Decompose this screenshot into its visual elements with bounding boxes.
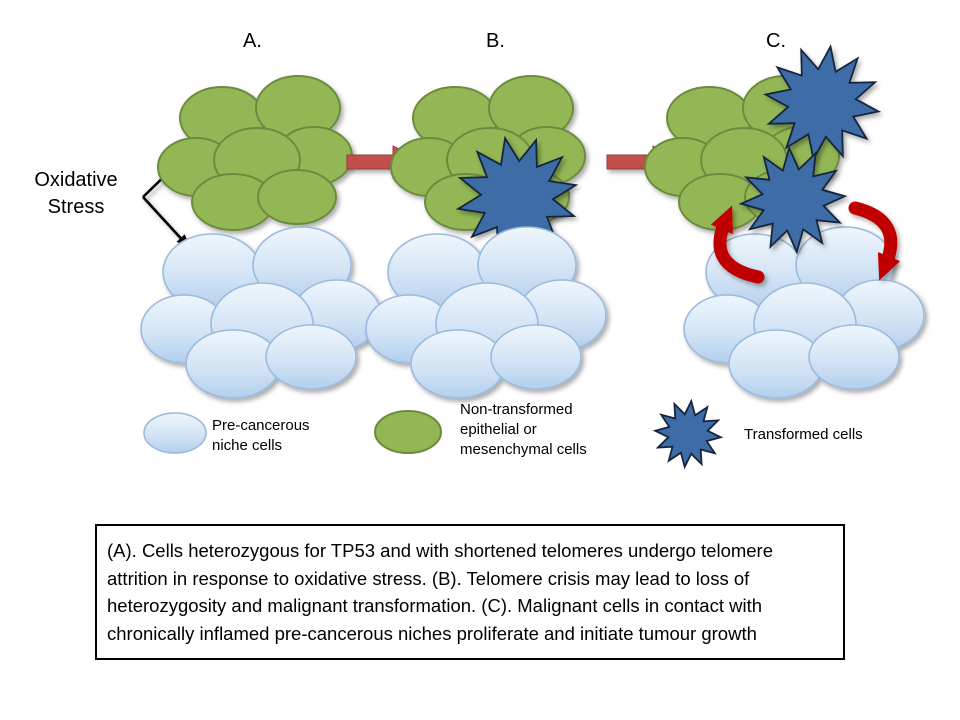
legend-epithelial-label: Non-transformed epithelial or mesenchyma… (460, 401, 587, 458)
curved-arrow-right (848, 201, 901, 281)
legend-niche-label: Pre-cancerous niche cells (212, 417, 310, 454)
arrow-to-niche-cells (142, 196, 191, 250)
blue-cell (410, 329, 506, 399)
figure-caption-text: (A). Cells heterozygous for TP53 and wit… (107, 540, 774, 644)
legend-transformed-cell-icon (652, 398, 724, 470)
panel-c-niche-cluster (683, 226, 925, 399)
blue-cell (728, 329, 824, 399)
blue-cell (490, 324, 582, 390)
legend-niche-cell-icon (143, 412, 207, 454)
panel-a-label: A. (243, 30, 262, 52)
panel-a-niche-cluster (140, 226, 382, 399)
panel-c-label: C. (766, 30, 786, 52)
curved-arrow-left (710, 205, 765, 284)
panel-b-label: B. (486, 30, 505, 52)
transformed-cell-star (738, 145, 848, 255)
legend-epithelial-cell-icon (374, 410, 442, 454)
blue-cell (185, 329, 281, 399)
figure-caption-box: (A). Cells heterozygous for TP53 and wit… (95, 524, 845, 660)
panel-b-niche-cluster (365, 226, 607, 399)
blue-cell (808, 324, 900, 390)
oxidative-stress-label: Oxidative Stress (34, 169, 118, 218)
transformed-cell-star (762, 43, 882, 163)
blue-cell (265, 324, 357, 390)
green-cell (257, 169, 337, 225)
panel-a-epithelial-cluster (157, 75, 353, 231)
legend-transformed-label: Transformed cells (744, 426, 863, 443)
legend-shapes (143, 398, 724, 470)
proliferation-curved-arrows (710, 201, 901, 284)
